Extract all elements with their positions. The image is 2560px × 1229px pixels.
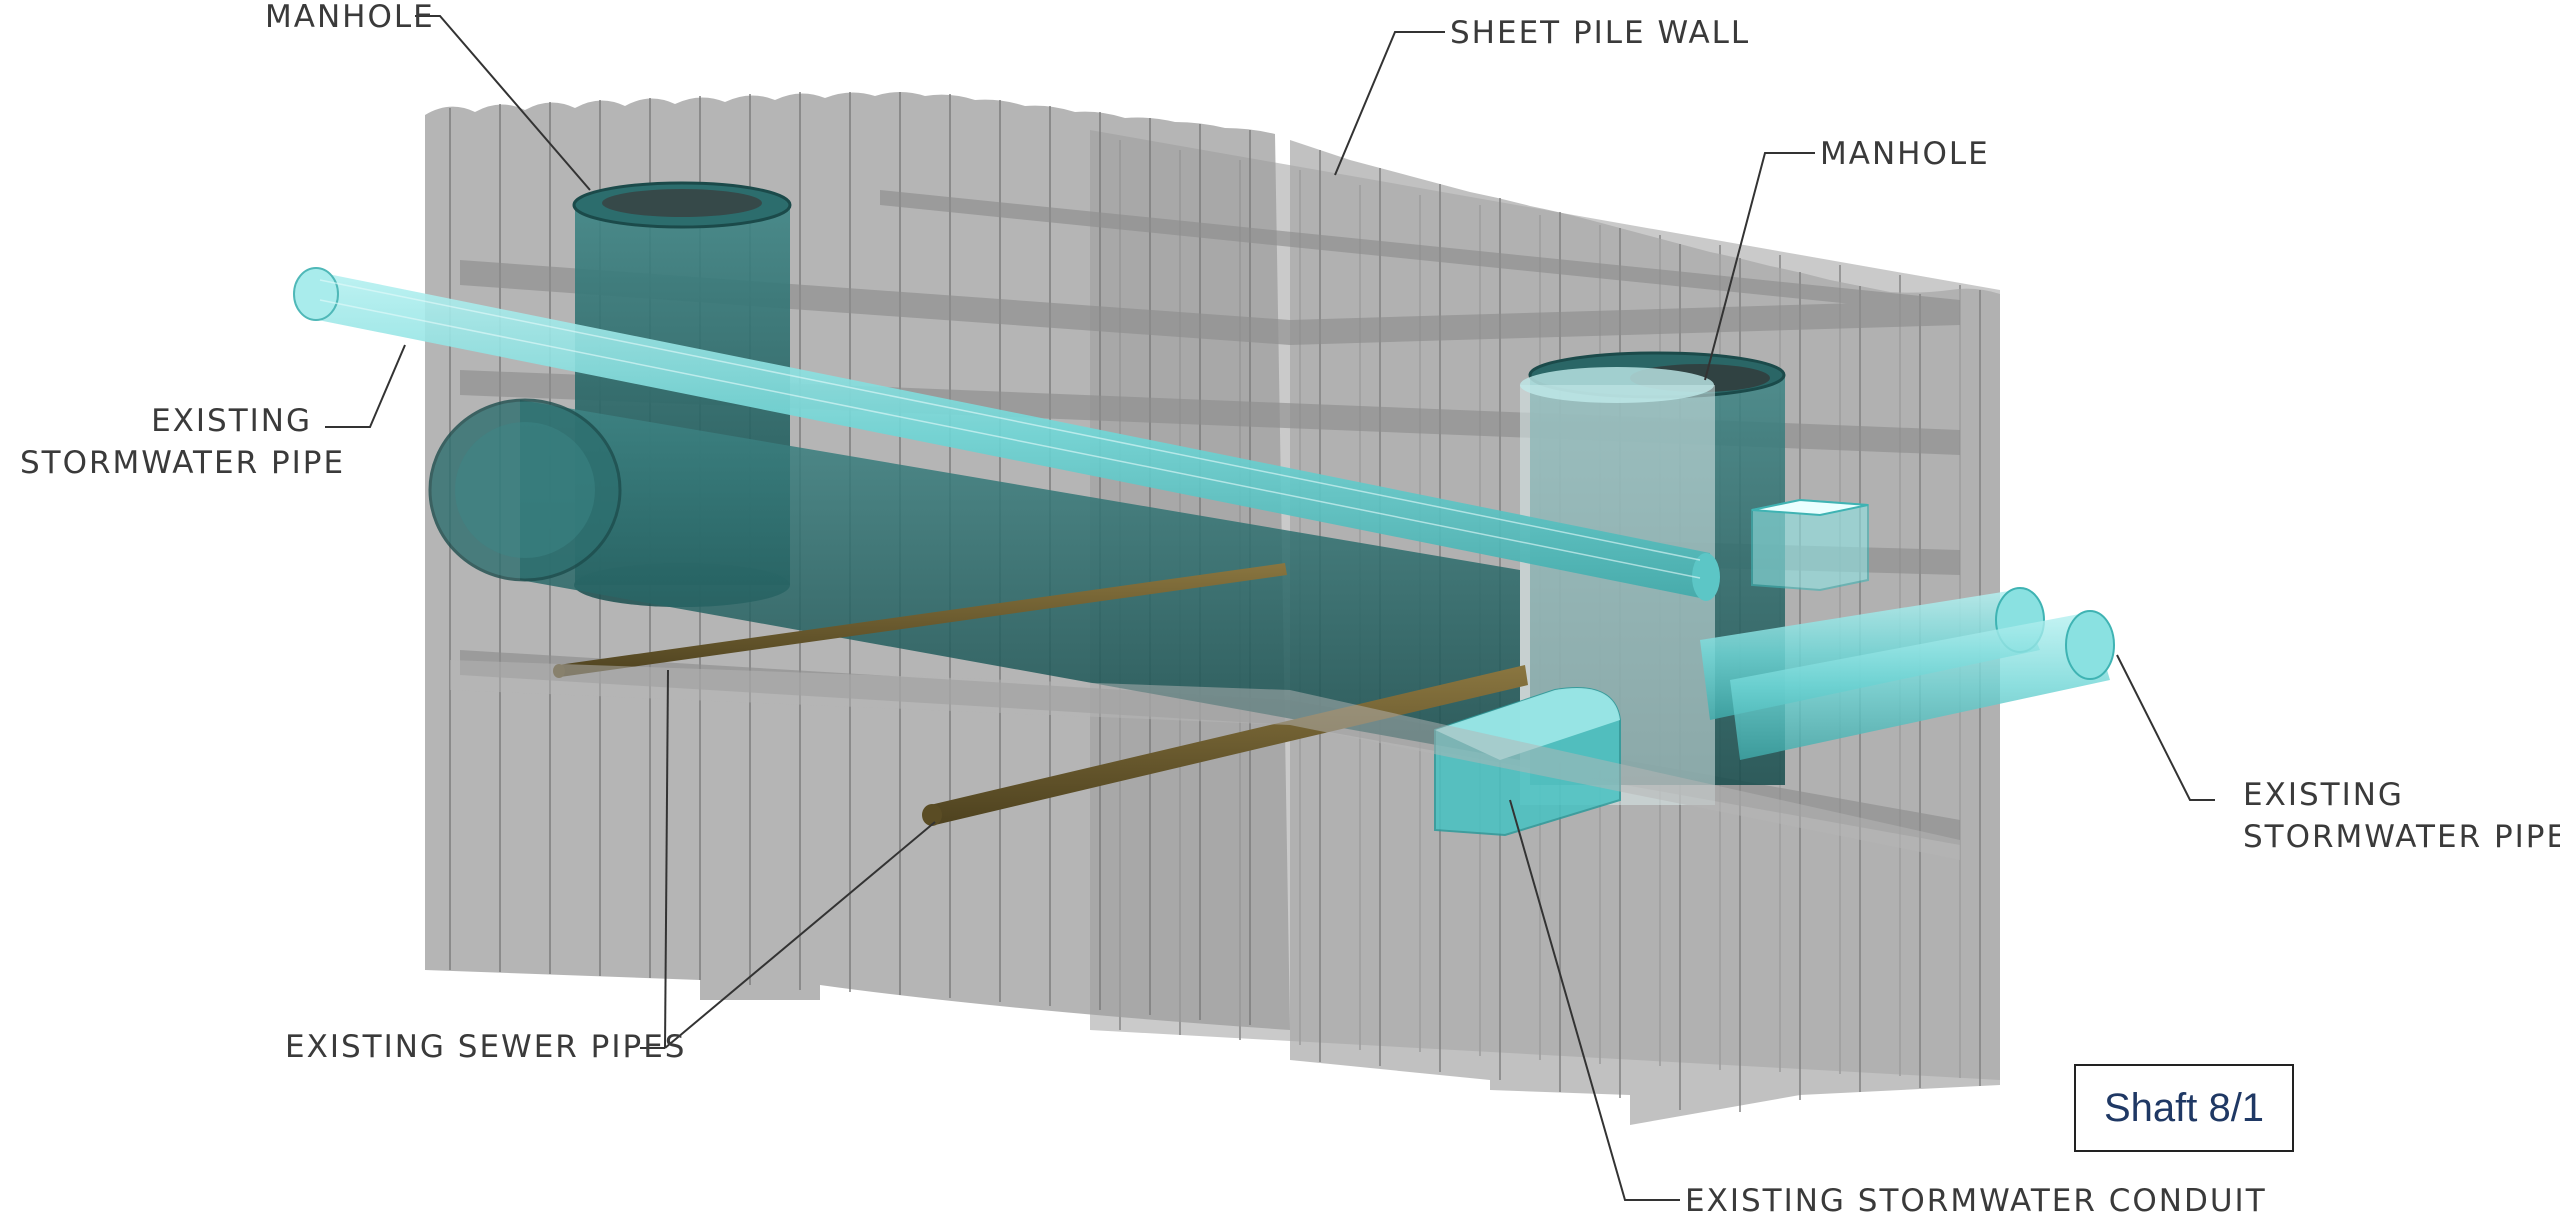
label-sewer-pipes: EXISTING SEWER PIPES bbox=[285, 1029, 687, 1065]
label-stormwater-conduit: EXISTING STORMWATER CONDUIT bbox=[1685, 1183, 2267, 1219]
existing-stormwater-pipe bbox=[293, 267, 1720, 601]
label-sheet-pile-wall: SHEET PILE WALL bbox=[1450, 15, 1751, 51]
small-cyan-box bbox=[1751, 498, 1869, 592]
shaft-tag: Shaft 8/1 bbox=[2074, 1064, 2294, 1152]
base-slab bbox=[450, 660, 1960, 860]
label-stormwater-pipe-left: EXISTING STORMWATER PIPE bbox=[20, 403, 346, 481]
existing-stormwater-pipes bbox=[1700, 587, 2115, 760]
label-stormwater-pipes-right: EXISTING STORMWATER PIPES bbox=[2243, 777, 2560, 855]
label-manhole-left: MANHOLE bbox=[265, 0, 435, 35]
leader-lines bbox=[325, 15, 2215, 1201]
large-teal-conduit bbox=[428, 398, 1520, 760]
label-manhole-right: MANHOLE bbox=[1820, 136, 1990, 172]
